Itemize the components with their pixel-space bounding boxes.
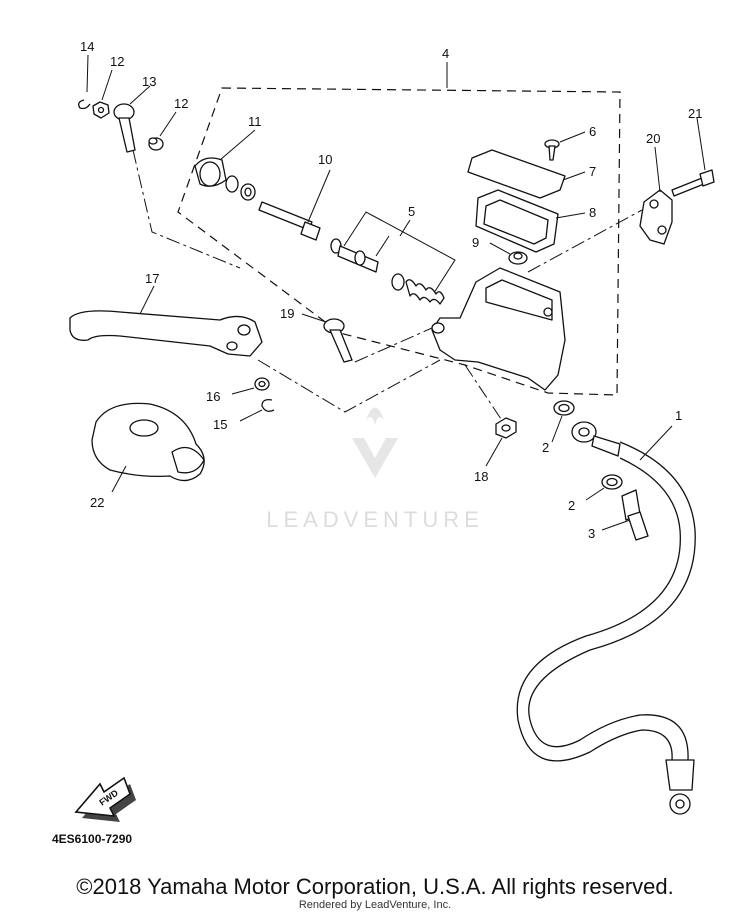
callout-6: 6	[589, 124, 596, 139]
snap-ring	[225, 175, 256, 201]
assembly-box-4	[177, 87, 621, 396]
circlip-15	[261, 398, 275, 412]
callout-13: 13	[142, 74, 156, 89]
bushing-12-right	[148, 137, 164, 151]
gasket-2-upper	[553, 400, 575, 416]
callout-14: 14	[80, 39, 94, 54]
nut-12-left	[92, 101, 110, 119]
callout-8: 8	[589, 205, 596, 220]
brake-lever-17	[69, 310, 263, 357]
callout-2-lower: 2	[568, 498, 575, 513]
callout-10: 10	[318, 152, 332, 167]
lever-cover-22	[91, 402, 205, 482]
callout-9: 9	[472, 235, 479, 250]
callout-5: 5	[408, 204, 415, 219]
callout-3: 3	[588, 526, 595, 541]
screw-6	[544, 139, 560, 161]
reservoir-cap-7	[467, 149, 566, 199]
callout-19: 19	[280, 306, 294, 321]
callout-12-right: 12	[174, 96, 188, 111]
pivot-bolt-19	[323, 318, 353, 363]
watermark-text: LEADVENTURE	[266, 507, 484, 532]
copyright-text: ©2018 Yamaha Motor Corporation, U.S.A. A…	[76, 874, 674, 899]
callout-11: 11	[248, 114, 262, 129]
rendered-by-text: Rendered by LeadVenture, Inc.	[298, 899, 452, 911]
diaphragm-plate-9	[508, 251, 528, 265]
piston-kit-5	[330, 238, 445, 305]
washer-16	[254, 377, 270, 391]
callout-12-left: 12	[110, 54, 124, 69]
callout-20: 20	[646, 131, 660, 146]
callout-7: 7	[589, 164, 596, 179]
callout-16: 16	[206, 389, 220, 404]
union-bolt-3	[621, 489, 649, 541]
clip-14	[78, 99, 91, 110]
callout-labels: 1 2 2 3 4 5 6 7 8 9 10 11 12 12 13 14 15…	[80, 39, 702, 541]
callout-4: 4	[442, 46, 449, 61]
brake-hose-1	[516, 421, 696, 815]
callout-1: 1	[675, 408, 682, 423]
dust-boot-11	[194, 157, 227, 187]
callout-21: 21	[688, 106, 702, 121]
callout-17: 17	[145, 271, 159, 286]
push-rod-10	[258, 201, 321, 241]
bolt-21	[671, 169, 715, 197]
callout-2-upper: 2	[542, 440, 549, 455]
callout-22: 22	[90, 495, 104, 510]
pivot-bolt-13	[113, 103, 136, 153]
nut-18	[495, 417, 517, 439]
master-cylinder-body	[431, 267, 566, 391]
part-code: 4ES6100-7290	[52, 832, 132, 846]
fwd-arrow-icon: FWD	[74, 776, 136, 822]
holder-20	[639, 189, 673, 245]
callout-15: 15	[213, 417, 227, 432]
gasket-2-lower	[601, 474, 623, 490]
watermark: LEADVENTURE	[266, 407, 484, 532]
callout-18: 18	[474, 469, 488, 484]
